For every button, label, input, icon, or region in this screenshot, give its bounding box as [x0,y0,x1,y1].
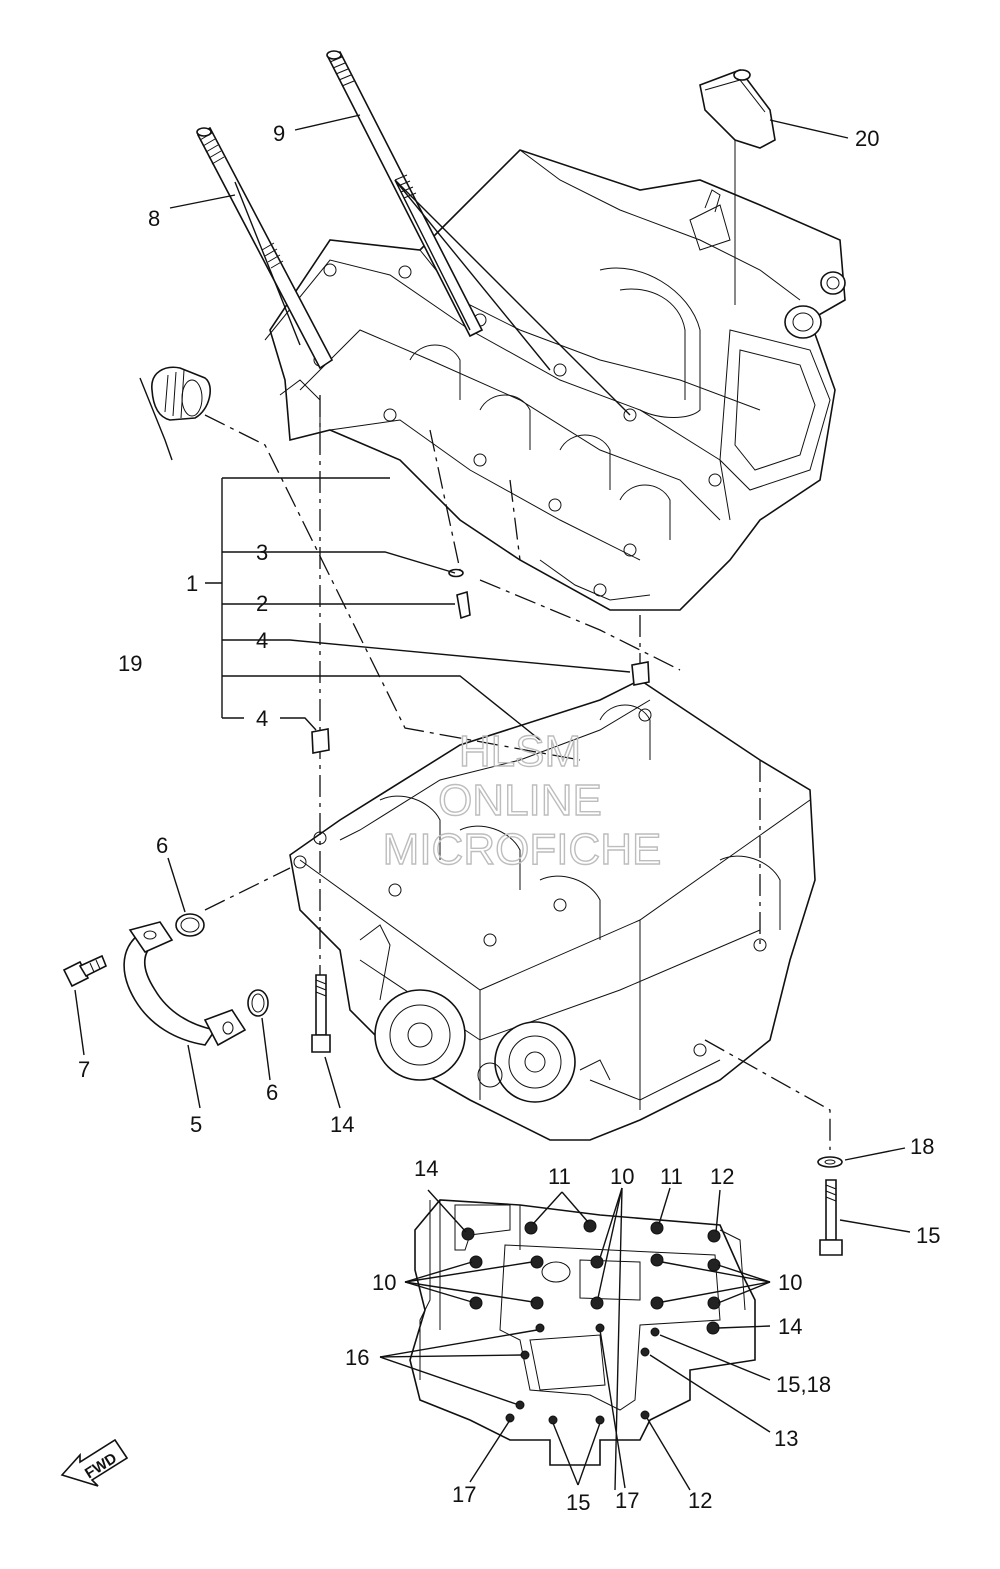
lower-crankcase [289,679,816,1141]
bolt-14 [311,974,331,1053]
detail-callout-16: 16 [345,1345,369,1370]
detail-callout-12-bottom: 12 [688,1488,712,1513]
callout-18: 18 [910,1134,934,1159]
detail-callout-14-top: 14 [414,1156,438,1181]
detail-callout-17-left: 17 [452,1482,476,1507]
detail-callout-11-right: 11 [660,1164,683,1189]
callout-14: 14 [330,1112,354,1137]
callout-5: 5 [190,1112,202,1137]
detail-callout-14-right: 14 [778,1314,802,1339]
callout-6-upper: 6 [156,833,168,858]
oil-pipe-5 [123,921,247,1047]
detail-callout-11-left: 11 [548,1164,571,1189]
callout-19: 19 [118,651,142,676]
small-parts [62,366,843,1256]
o-ring-3 [448,568,464,578]
callout-4-lower: 4 [256,706,268,731]
callout-9: 9 [273,121,285,146]
detail-callout-15-18: 15,18 [776,1372,831,1397]
leader-lines [74,114,911,1233]
o-ring-6-lower [247,989,269,1017]
watermark: HLSM ONLINE MICROFICHE [382,726,662,874]
callout-labels: 1 2 3 4 4 5 6 6 7 8 9 14 18 15 19 20 [78,121,940,1248]
detail-callout-12-top: 12 [710,1164,734,1189]
watermark-line-2: ONLINE [438,776,602,825]
detail-callout-13: 13 [774,1426,798,1451]
detail-callout-17-bottom: 17 [615,1488,639,1513]
bottom-view-detail [409,1199,756,1466]
washer-18 [817,1156,843,1168]
callout-7: 7 [78,1057,90,1082]
bolt-15 [819,1179,843,1256]
callout-1: 1 [186,571,198,596]
dowel-4-upper [631,661,650,686]
upper-crankcase [264,149,846,611]
watermark-line-3: MICROFICHE [383,825,662,874]
detail-callout-labels: 14 11 10 11 12 10 10 14 16 15,18 13 17 1… [345,1156,831,1515]
detail-callout-15-bottom: 15 [566,1490,590,1515]
o-ring-6-upper [175,913,205,937]
detail-callout-10-left: 10 [372,1270,396,1295]
callout-15: 15 [916,1223,940,1248]
fwd-direction-arrow: FWD [60,1438,129,1487]
stud-bolt-9 [326,50,484,338]
detail-callout-10-top: 10 [610,1164,634,1189]
stud-bolt-8 [196,126,334,370]
detail-leader-lines [379,1187,771,1491]
alignment-lines [204,395,831,1150]
dowel-4-lower [311,728,330,754]
callout-4-upper: 4 [256,628,268,653]
oil-seal-19 [151,366,211,421]
callout-2: 2 [256,591,268,616]
callout-3: 3 [256,540,268,565]
dowel-pin-2 [456,590,471,620]
watermark-line-1: HLSM [459,727,581,776]
bolt-7 [62,954,108,988]
callout-8: 8 [148,206,160,231]
part-20-cover [699,69,776,305]
callout-6-lower: 6 [266,1080,278,1105]
callout-20: 20 [855,126,879,151]
detail-callout-10-right: 10 [778,1270,802,1295]
